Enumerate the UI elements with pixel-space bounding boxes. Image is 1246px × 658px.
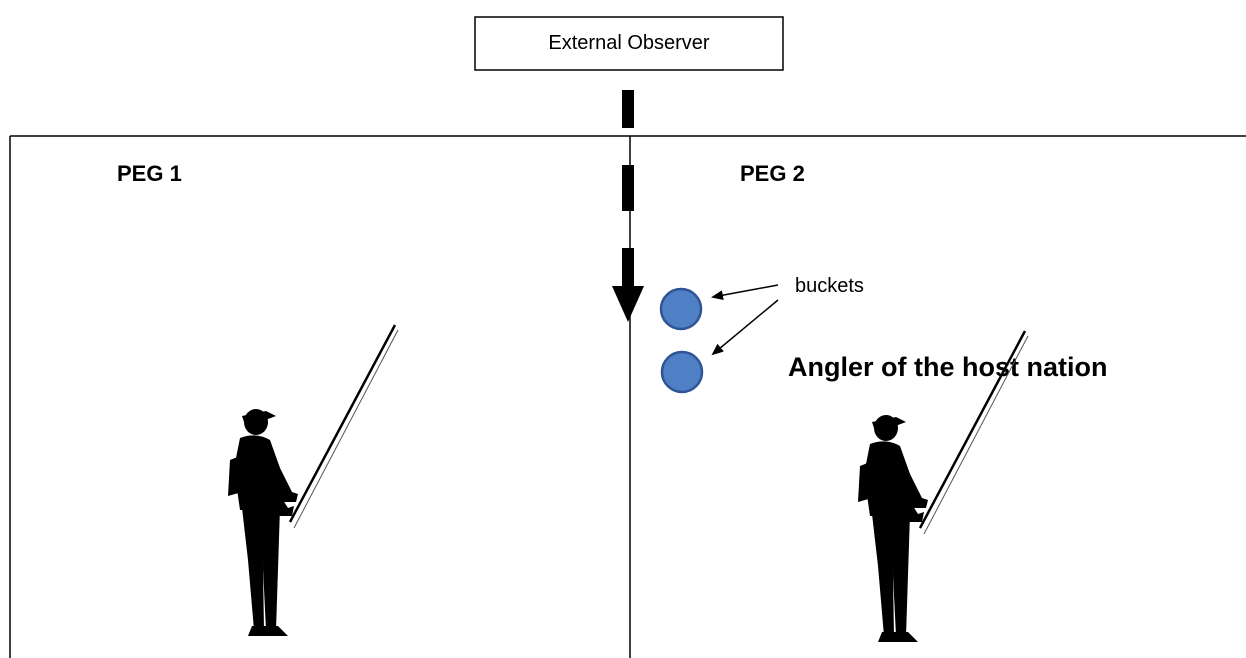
observer-path-arrow — [612, 90, 644, 322]
arrow-down-icon — [612, 286, 644, 322]
angler-silhouette-icon — [226, 323, 400, 638]
bucket-icon — [660, 350, 704, 394]
peg-frame — [9, 135, 1246, 658]
peg-1-label: PEG 1 — [117, 161, 182, 186]
host-angler-label: Angler of the host nation — [788, 352, 1107, 382]
peg-2-label: PEG 2 — [740, 161, 805, 186]
bucket-icon — [659, 287, 703, 331]
external-observer-box: External Observer — [474, 16, 784, 71]
external-observer-label: External Observer — [548, 32, 710, 54]
bucket-pointer-arrow — [711, 299, 779, 356]
buckets-label: buckets — [795, 275, 864, 297]
bucket-pointer-arrow — [711, 284, 779, 301]
